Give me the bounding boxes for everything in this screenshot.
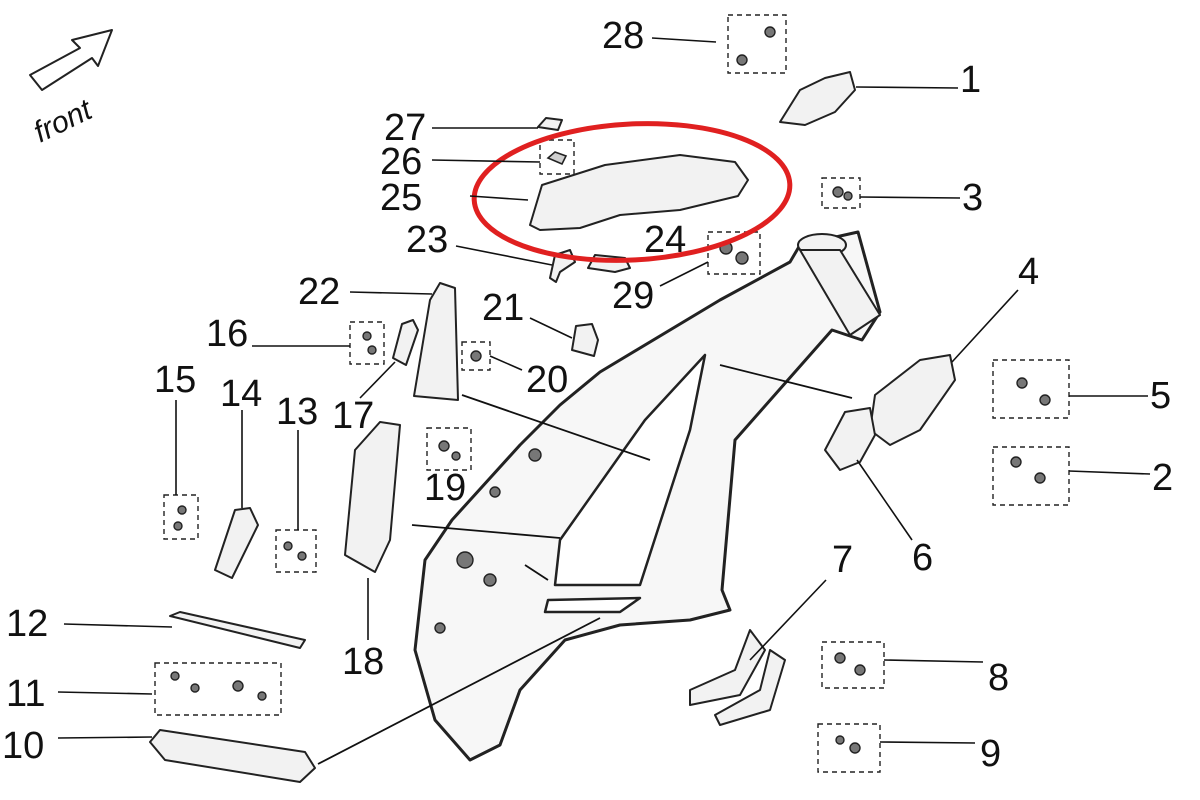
- callout-4: 4: [1018, 251, 1039, 293]
- hardware-kit-8: [821, 641, 885, 689]
- callout-15: 15: [154, 359, 196, 401]
- part-10-rail: [149, 729, 316, 783]
- head-tube-body: [799, 249, 881, 336]
- callout-13: 13: [276, 391, 318, 433]
- callout-29: 29: [612, 275, 654, 317]
- callout-9: 9: [980, 733, 1001, 775]
- hardware-kit-5: [992, 359, 1070, 419]
- part-6-plate: [824, 407, 876, 471]
- hardware-kit-15: [163, 494, 199, 540]
- callout-24: 24: [644, 219, 686, 261]
- frame-cutout-upper: [553, 353, 707, 587]
- callout-3: 3: [962, 177, 983, 219]
- assembly-arrows: [317, 364, 853, 765]
- highlight-ring: [471, 121, 793, 263]
- hardware-kit-9: [817, 723, 881, 773]
- callout-7: 7: [832, 539, 853, 581]
- hardware-kit-16: [349, 321, 385, 365]
- part-14-clip: [214, 507, 259, 579]
- part-17-latch: [392, 319, 419, 366]
- leader-lines: [57, 37, 1151, 744]
- frame-pivot: [456, 551, 474, 569]
- callout-27: 27: [384, 107, 426, 149]
- part-7-guard: [689, 629, 766, 706]
- callout-2: 2: [1152, 457, 1173, 499]
- callout-8: 8: [988, 657, 1009, 699]
- callout-5: 5: [1150, 375, 1171, 417]
- callout-1: 1: [960, 59, 981, 101]
- part-21-clamp: [571, 323, 599, 357]
- callout-19: 19: [424, 467, 466, 509]
- part-4-plate: [869, 354, 956, 446]
- front-arrow-icon: [29, 29, 113, 91]
- part-7-guard-b: [714, 649, 786, 726]
- callout-labels: 1 2 3 4 5 6 7 8 9 10 11 12 13 14 15 16 1…: [2, 15, 1173, 775]
- frame-cutout-lower: [543, 596, 642, 614]
- callout-12: 12: [6, 603, 48, 645]
- callout-23: 23: [406, 219, 448, 261]
- callout-26: 26: [380, 141, 422, 183]
- hardware-kit-19: [426, 427, 472, 471]
- callout-17: 17: [332, 395, 374, 437]
- callout-10: 10: [2, 725, 44, 767]
- part-22-cover: [413, 282, 459, 401]
- part-12-strip: [169, 611, 306, 649]
- part-25-top-cover: [529, 154, 749, 231]
- part-27-washer: [537, 117, 563, 131]
- part-26-nut: [546, 151, 568, 166]
- frame-mount-1: [489, 486, 501, 498]
- hardware-kit-26: [539, 139, 575, 175]
- callout-14: 14: [220, 373, 262, 415]
- part-18-cover: [344, 421, 401, 573]
- callout-6: 6: [912, 537, 933, 579]
- callout-16: 16: [206, 313, 248, 355]
- hardware-kit-28: [727, 14, 787, 74]
- callout-18: 18: [342, 641, 384, 683]
- callout-20: 20: [526, 359, 568, 401]
- hardware-kit-2: [992, 446, 1070, 506]
- hardware-kit-13: [275, 529, 317, 573]
- part-1-bracket: [779, 71, 856, 126]
- front-label: front: [29, 93, 99, 150]
- hardware-kit-3: [821, 177, 861, 209]
- main-frame: [413, 230, 882, 762]
- front-direction-indicator: front: [29, 29, 113, 150]
- frame-mount-2: [528, 448, 542, 462]
- callout-21: 21: [482, 287, 524, 329]
- frame-mount-3: [434, 622, 446, 634]
- callout-28: 28: [602, 15, 644, 57]
- hardware-kit-20: [461, 341, 491, 371]
- callout-22: 22: [298, 271, 340, 313]
- frame-pivot-lower: [483, 573, 497, 587]
- callout-25: 25: [380, 177, 422, 219]
- hardware-kit-11: [154, 662, 282, 716]
- callout-11: 11: [6, 673, 45, 715]
